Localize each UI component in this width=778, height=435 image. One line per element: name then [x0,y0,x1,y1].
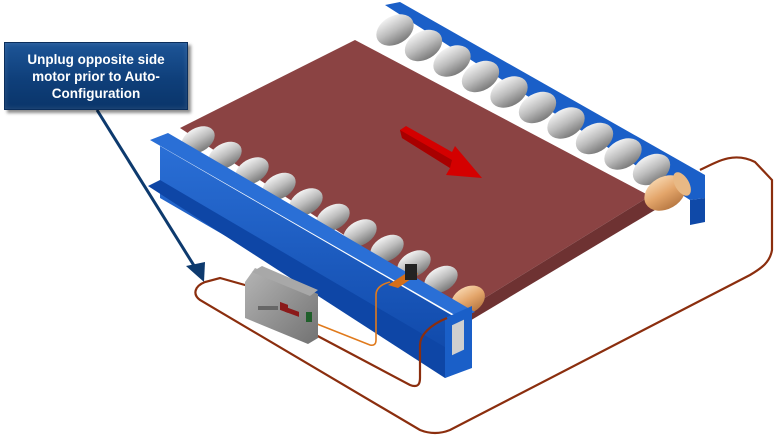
far-rollers [376,14,671,186]
far-roller [376,14,414,46]
callout-text: Unplug opposite side motor prior to Auto… [27,51,165,101]
belt-front-edge [462,196,655,322]
near-roller [343,219,377,247]
callout-note: Unplug opposite side motor prior to Auto… [4,42,188,110]
far-roller [547,107,585,139]
opposite-motor-cable [194,156,774,435]
near-roller [424,265,458,294]
far-roller [461,60,500,93]
far-motor-roller [644,172,691,211]
far-roller [433,45,471,77]
near-side-frame [148,133,475,378]
far-roller [404,29,443,62]
far-roller [490,76,528,108]
far-roller [575,122,614,155]
near-rollers [181,126,458,294]
near-motor-power-cable [311,316,448,388]
callout-leader [95,109,205,282]
far-roller [518,91,557,124]
near-roller [370,234,404,263]
far-roller [604,138,642,170]
conveyor-belt [180,40,650,312]
control-card [245,266,318,344]
near-motor-cable [311,264,418,347]
direction-arrow [400,126,482,178]
